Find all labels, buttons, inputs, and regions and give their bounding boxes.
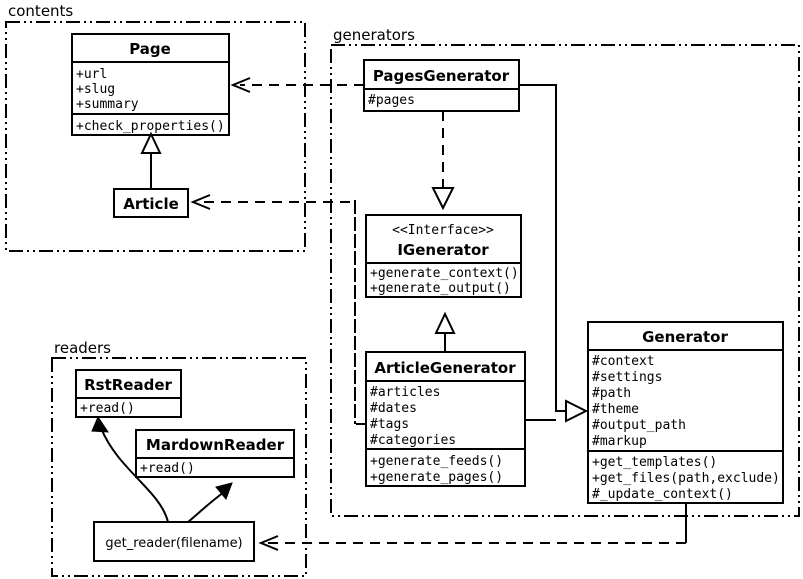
class-page-title: Page <box>129 40 171 58</box>
class-article-generator-title: ArticleGenerator <box>374 359 516 377</box>
relation-getreader-mardownreader-creates <box>187 482 233 523</box>
class-article-box <box>113 188 189 218</box>
class-page-attribute: +url <box>76 67 107 82</box>
class-article-generator-method: +generate_pages() <box>370 470 503 485</box>
package-generators-border <box>330 44 800 517</box>
class-igenerator-stereotype: <<Interface>> <box>392 223 494 238</box>
class-generator-attribute: #markup <box>592 434 647 449</box>
class-article-generator-attribute: #categories <box>370 433 456 448</box>
class-generator[interactable]: Generator #context #settings #path #them… <box>587 321 784 504</box>
package-generators-label: generators <box>333 26 415 44</box>
relation-article-page-generalization <box>140 131 162 189</box>
relation-generator-getreader-dependency <box>258 503 687 551</box>
class-rst-reader[interactable]: RstReader +read() <box>75 369 182 418</box>
class-article-generator-method: +generate_feeds() <box>370 454 503 469</box>
class-rst-reader-method: +read() <box>80 401 135 416</box>
generalization-line-pagesgenerator <box>519 84 566 412</box>
relation-articlegenerator-igenerator-generalization <box>434 311 456 352</box>
class-generator-title: Generator <box>642 328 728 346</box>
relation-getreader-rstreader-creates <box>91 415 169 523</box>
class-igenerator-method: +generate_output() <box>370 281 511 296</box>
package-readers-border <box>51 357 307 577</box>
relation-articlegenerator-article-dependency <box>190 194 366 425</box>
class-page[interactable]: Page +url +slug +summary +check_properti… <box>71 33 230 136</box>
package-readers-label: readers <box>54 339 111 357</box>
hollow-triangle-arrowhead <box>140 131 162 154</box>
class-generator-box <box>587 321 784 504</box>
function-get-reader-label: get_reader(filename) <box>105 536 242 551</box>
relation-pagesgenerator-page-dependency <box>230 77 364 93</box>
filled-arrowhead <box>215 482 233 500</box>
hollow-triangle-arrowhead <box>431 187 455 211</box>
open-arrowhead <box>230 77 251 93</box>
class-pages-generator-attribute: #pages <box>368 93 415 108</box>
class-page-attribute: +slug <box>76 82 115 97</box>
open-arrowhead <box>258 535 279 551</box>
dependency-line <box>200 201 366 425</box>
function-get-reader[interactable]: get_reader(filename) <box>93 521 255 562</box>
class-article-title: Article <box>123 195 179 213</box>
class-article-generator-attribute: #tags <box>370 417 409 432</box>
class-igenerator-title: IGenerator <box>397 241 489 259</box>
curved-creation-line <box>100 427 169 523</box>
class-generator-attribute: #theme <box>592 402 639 417</box>
class-igenerator-box <box>365 214 522 298</box>
class-rst-reader-box <box>75 369 182 418</box>
curved-creation-line <box>187 491 225 523</box>
relation-generators-generator-generalization <box>519 84 589 423</box>
package-readers: readers <box>51 339 307 577</box>
class-generator-attribute: #path <box>592 386 631 401</box>
class-generator-method: +get_templates() <box>592 455 717 470</box>
class-page-attribute: +summary <box>76 97 139 112</box>
class-mardown-reader-title: MardownReader <box>146 436 285 454</box>
class-mardown-reader-box <box>135 429 295 478</box>
class-pages-generator-title: PagesGenerator <box>373 67 510 85</box>
class-generator-attribute: #settings <box>592 370 662 385</box>
package-contents-border <box>5 21 306 252</box>
class-igenerator[interactable]: <<Interface>> IGenerator +generate_conte… <box>365 214 522 298</box>
class-generator-attribute: #context <box>592 354 655 369</box>
class-mardown-reader[interactable]: MardownReader +read() <box>135 429 295 478</box>
hollow-triangle-arrowhead <box>565 399 589 423</box>
class-mardown-reader-method: +read() <box>140 461 195 476</box>
class-generator-method: #_update_context() <box>592 487 733 502</box>
relation-pagesgenerator-igenerator-realization <box>431 111 455 211</box>
function-get-reader-box <box>93 521 255 562</box>
class-article[interactable]: Article <box>113 188 189 218</box>
class-pages-generator[interactable]: PagesGenerator #pages <box>363 59 520 112</box>
class-generator-method: +get_files(path,exclude) <box>592 471 780 486</box>
class-article-generator[interactable]: ArticleGenerator #articles #dates #tags … <box>365 351 526 487</box>
filled-arrowhead <box>91 415 109 433</box>
package-contents-label: contents <box>8 2 73 20</box>
class-generator-attribute: #output_path <box>592 418 686 433</box>
class-igenerator-method: +generate_context() <box>370 266 519 281</box>
class-rst-reader-title: RstReader <box>84 376 172 394</box>
class-page-method: +check_properties() <box>76 119 225 134</box>
class-article-generator-attribute: #articles <box>370 385 440 400</box>
hollow-triangle-arrowhead <box>434 311 456 334</box>
open-arrowhead <box>190 194 211 210</box>
class-article-generator-attribute: #dates <box>370 401 417 416</box>
package-contents: contents <box>5 2 306 252</box>
